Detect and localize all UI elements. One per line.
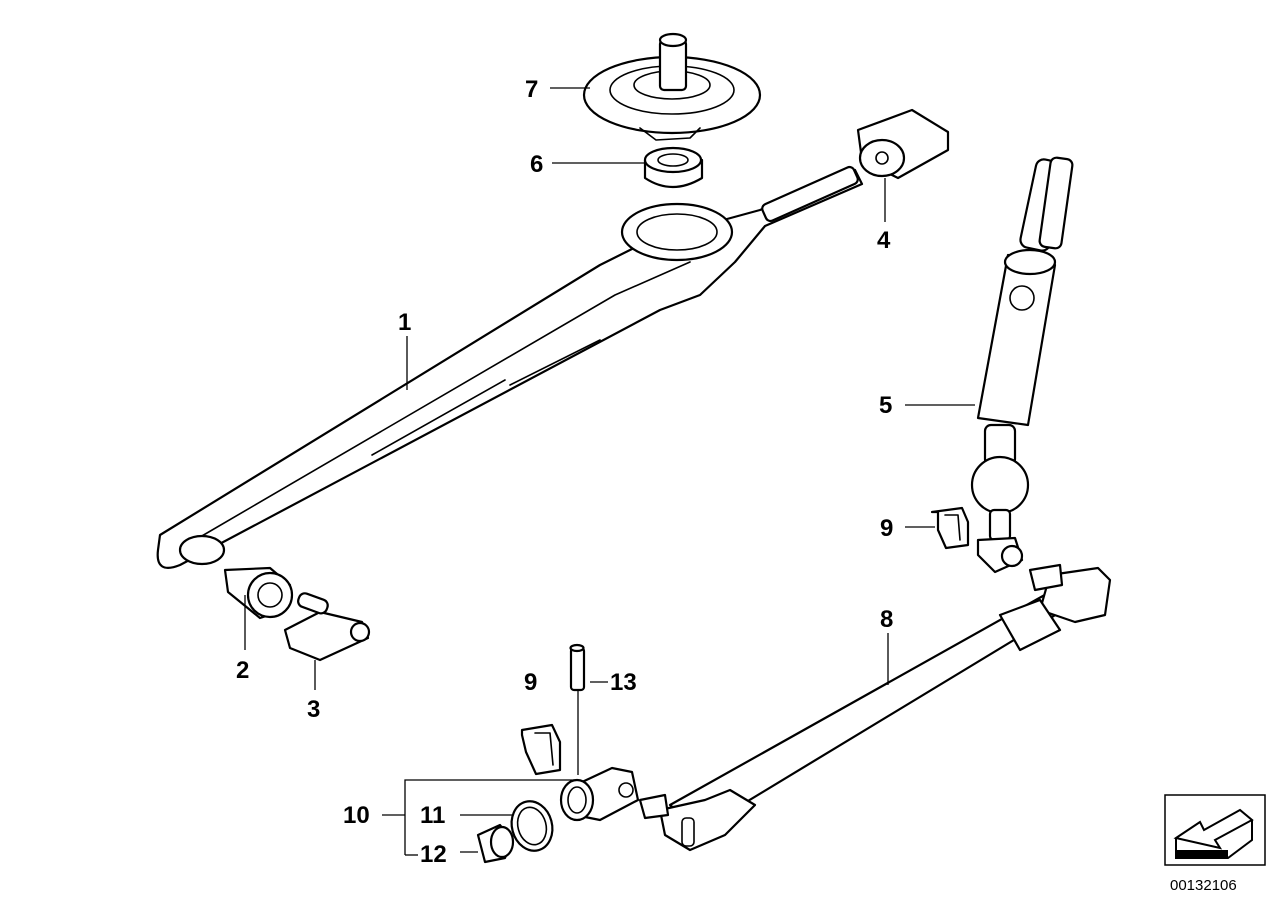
callout-8: 8 (880, 606, 893, 633)
part-10-joint-housing (559, 766, 640, 822)
callout-3: 3 (307, 696, 320, 723)
part-4-end-bush (856, 108, 950, 180)
reference-number: 00132106 (1170, 877, 1237, 894)
callout-labels: 1 2 3 4 5 6 7 8 9 9 10 11 12 13 (236, 76, 893, 868)
part-2-bushing (223, 566, 294, 620)
callout-10: 10 (343, 802, 370, 829)
callout-7: 7 (525, 76, 538, 103)
part-7-boot-cover (582, 32, 762, 141)
part-13-pin (569, 643, 586, 692)
callout-9-lower: 9 (524, 669, 537, 696)
part-5-gear-lever (970, 156, 1074, 574)
direction-arrow-icon (1173, 808, 1254, 850)
callout-12: 12 (420, 841, 447, 868)
part-11-circlip (510, 800, 554, 852)
part-9-clip-upper (930, 506, 970, 550)
part-6-bearing-ring (643, 146, 704, 189)
callout-6: 6 (530, 151, 543, 178)
callout-11: 11 (420, 802, 445, 829)
callout-13: 13 (610, 669, 637, 696)
callout-4: 4 (877, 227, 891, 254)
part-3-clip (283, 592, 371, 662)
part-9-clip-lower (520, 723, 562, 776)
part-1-selector-lever (156, 165, 864, 569)
leader-lines (244, 87, 975, 856)
part-8-selector-shaft (638, 563, 1112, 852)
part-12-cap (476, 823, 515, 864)
callout-5: 5 (879, 392, 892, 419)
callout-2: 2 (236, 657, 249, 684)
callout-1: 1 (398, 309, 411, 336)
callout-9-upper: 9 (880, 515, 893, 542)
orientation-symbol (1164, 794, 1266, 866)
